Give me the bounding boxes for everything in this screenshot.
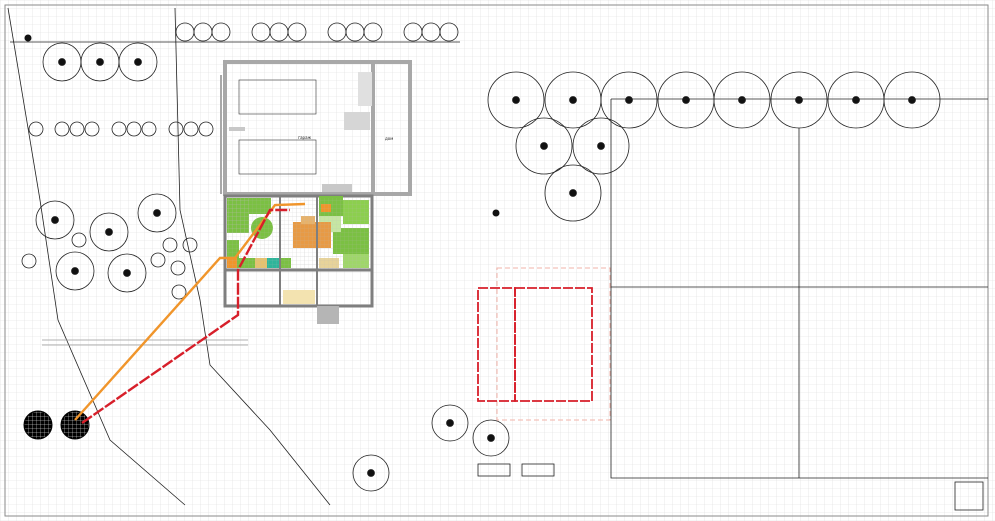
building-upper: гараж дом bbox=[220, 60, 412, 196]
label-room-a: гараж bbox=[298, 135, 312, 140]
planned-plot-outline bbox=[496, 267, 611, 421]
well-2 bbox=[60, 410, 90, 440]
shrub-row-top bbox=[175, 22, 459, 42]
red-route bbox=[81, 208, 290, 424]
trees-bottom bbox=[352, 404, 555, 492]
well-1 bbox=[23, 410, 53, 440]
shrub-row-middle bbox=[28, 121, 214, 137]
orange-route bbox=[74, 202, 306, 421]
label-room-b: дом bbox=[385, 136, 393, 141]
road-edge-left bbox=[7, 7, 186, 506]
planned-structure-1 bbox=[477, 287, 516, 402]
trees-left-cluster bbox=[21, 193, 198, 300]
planned-structure-2 bbox=[514, 287, 593, 402]
road-lines bbox=[7, 7, 460, 506]
field-lines bbox=[610, 98, 988, 511]
trees-top-left bbox=[24, 34, 158, 82]
road-edge-right bbox=[174, 7, 331, 506]
site-border bbox=[4, 4, 989, 517]
steps bbox=[317, 306, 339, 324]
building-lower bbox=[223, 194, 374, 324]
wells bbox=[23, 410, 90, 440]
trees-right-row bbox=[487, 71, 941, 222]
